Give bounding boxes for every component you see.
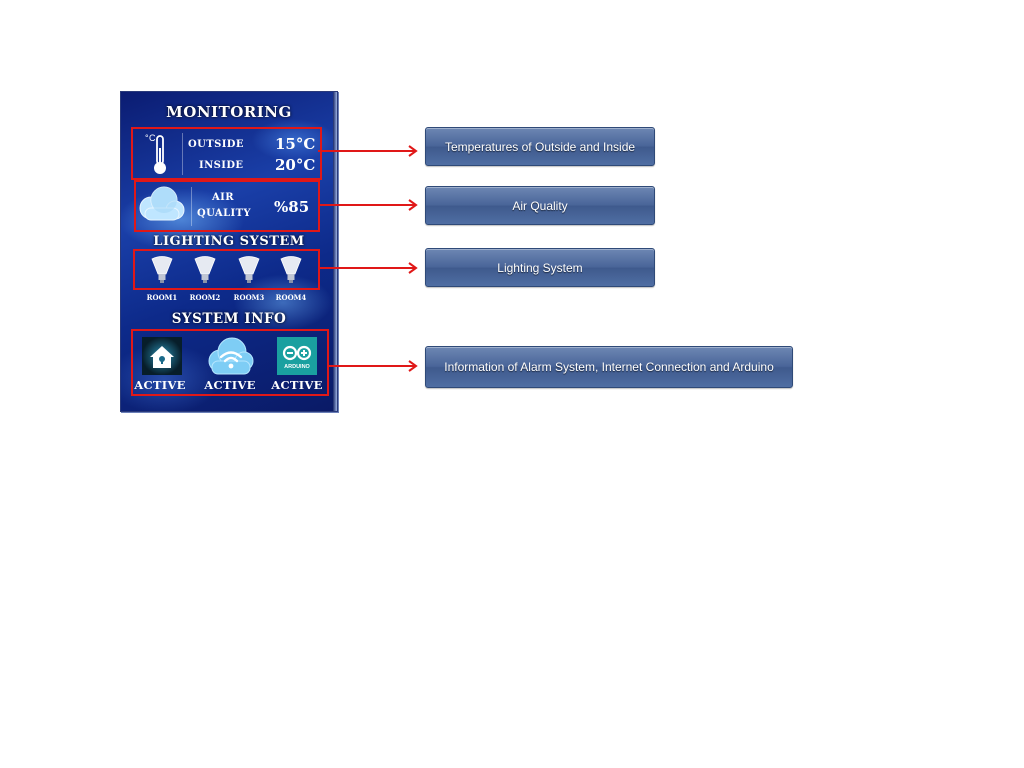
- room1-bulb-icon: [151, 256, 173, 283]
- quality-label: QUALITY: [197, 208, 251, 219]
- air-quality-callout-button[interactable]: Air Quality: [425, 186, 655, 225]
- alarm-house-icon: [142, 337, 182, 375]
- air-label: AIR: [212, 192, 234, 203]
- outside-temperature-value: 15°C: [275, 135, 316, 153]
- room1-label: ROOM1: [146, 293, 178, 302]
- celsius-unit-label: °C: [145, 133, 156, 143]
- alarm-status: ACTIVE: [134, 378, 186, 392]
- arduino-logo-icon: ARDUINO: [277, 337, 317, 375]
- temperature-highlight-box: [131, 127, 322, 180]
- system-info-arrow: [327, 360, 418, 372]
- air-quality-value: %85: [274, 198, 310, 216]
- lighting-arrow: [318, 262, 418, 274]
- room3-label: ROOM3: [233, 293, 265, 302]
- thermometer-icon: [154, 135, 166, 174]
- room2-label: ROOM2: [189, 293, 221, 302]
- room3-bulb-icon: [238, 256, 260, 283]
- monitoring-heading: MONITORING: [166, 103, 292, 121]
- air-quality-arrow: [318, 199, 418, 211]
- arduino-logo-text: ARDUINO: [284, 364, 310, 370]
- temperature-divider: [182, 133, 183, 175]
- internet-wifi-icon: [208, 337, 254, 375]
- temperature-arrow: [318, 145, 418, 157]
- lighting-highlight-box: [133, 249, 320, 290]
- inside-label: INSIDE: [199, 160, 244, 171]
- system-info-highlight-box: [131, 329, 329, 396]
- cloud-icon: [139, 186, 185, 221]
- room4-bulb-icon: [280, 256, 302, 283]
- temperatures-callout-button[interactable]: Temperatures of Outside and Inside: [425, 127, 655, 166]
- internet-status: ACTIVE: [204, 378, 256, 392]
- system-info-heading: SYSTEM INFO: [171, 311, 287, 327]
- inside-temperature-value: 20°C: [275, 156, 316, 174]
- lighting-system-callout-button[interactable]: Lighting System: [425, 248, 655, 287]
- system-info-callout-button[interactable]: Information of Alarm System, Internet Co…: [425, 346, 793, 388]
- outside-label: OUTSIDE: [188, 139, 244, 150]
- arduino-status: ACTIVE: [271, 378, 323, 392]
- air-quality-divider: [191, 187, 192, 226]
- room2-bulb-icon: [194, 256, 216, 283]
- room4-label: ROOM4: [275, 293, 307, 302]
- monitoring-panel: MONITORING °C OUTSIDE 15°C INSIDE 20°C A…: [120, 91, 338, 412]
- lighting-system-heading: LIGHTING SYSTEM: [153, 234, 305, 249]
